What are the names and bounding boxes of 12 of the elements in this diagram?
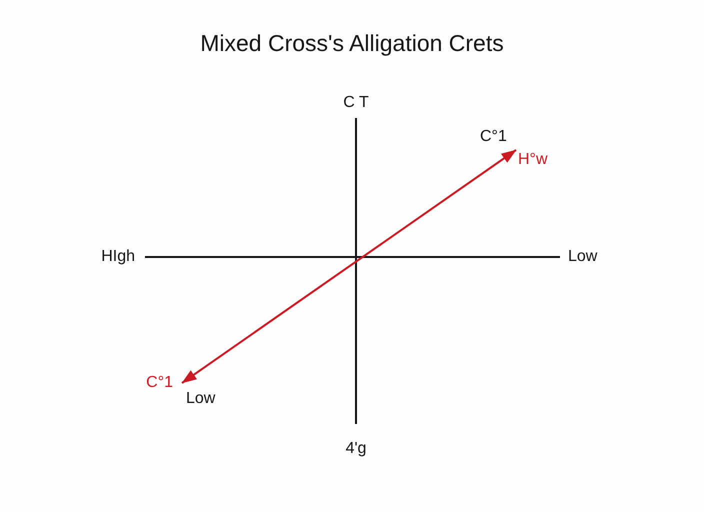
axis-label: C T: [336, 95, 376, 118]
diagram-title: Mixed Cross's Alligation Crets: [199, 32, 505, 55]
arrow-end-label: C°1: [140, 374, 182, 392]
axis-label: Low: [560, 248, 606, 266]
axis-line: [145, 256, 560, 258]
arrow-end-label: H°w: [516, 150, 556, 170]
point-label: C°1: [480, 129, 507, 145]
axis-label: HIgh: [90, 248, 145, 266]
point-label: Low: [186, 391, 216, 407]
axis-line: [355, 118, 357, 424]
axis-label: 4'g: [336, 424, 376, 457]
double-arrow: [181, 149, 517, 384]
